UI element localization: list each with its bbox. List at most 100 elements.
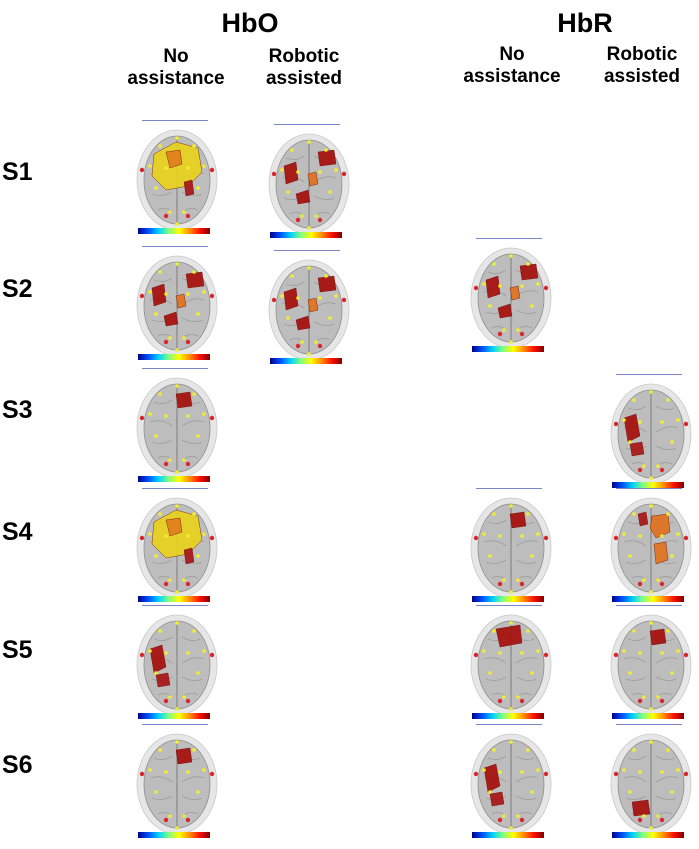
gyrus-line [625,676,647,682]
optode-detector-dot [492,748,496,752]
optode-detector-dot [492,262,496,266]
optode-detector-dot [296,170,300,174]
activation-patch [497,303,513,319]
optode-source-dot [317,217,323,223]
gyrus-line [483,540,507,547]
optode-detector-dot [175,222,179,226]
optode-source-dot [543,285,549,291]
brain-map-s5-hbo-no-assistance [136,605,218,725]
brain-topography [470,614,552,716]
optode-source-dot [659,817,665,823]
optode-detector-dot [334,294,338,298]
optode-source-dot [613,771,619,777]
optode-detector-dot [530,790,534,794]
optode-detector-dot [670,554,674,558]
optode-detector-dot [168,210,172,214]
optode-detector-dot [202,164,206,168]
optode-source-dot [163,698,169,704]
optode-detector-dot [158,512,162,516]
optode-detector-dot [656,464,660,468]
optode-detector-dot [164,292,168,296]
gyrus-line [515,657,539,664]
optode-detector-dot [649,707,653,711]
colorbar [472,346,544,352]
optode-source-dot [209,652,215,658]
brain-map-s1-hbo-no-assistance [136,120,218,240]
colorbar [138,354,210,360]
gyrus-line [485,676,507,682]
optode-detector-dot [666,748,670,752]
optode-detector-dot [154,434,158,438]
gyrus-line [515,559,537,565]
col-head-hbo-no-assistance: No assistance [112,46,240,90]
col-head-line: assisted [265,68,343,89]
optode-detector-dot [656,695,660,699]
gyrus-line [515,309,537,315]
optode-detector-dot [314,340,318,344]
optode-detector-dot [158,748,162,752]
gyrus-line [151,795,173,801]
activation-patch [185,271,205,289]
optode-source-dot [497,817,503,823]
optode-detector-dot [520,770,524,774]
gyrus-line [655,426,679,433]
brain-map-s2-hbo-robotic-assisted [268,250,350,370]
optode-detector-dot [628,790,632,794]
gyrus-line [181,636,201,642]
optode-detector-dot [168,458,172,462]
optode-detector-dot [175,504,179,508]
panel-header-line [274,250,340,251]
optode-detector-dot [622,768,626,772]
panel-header-line [616,488,682,489]
activation-patch [163,311,179,327]
gyrus-line [151,439,173,445]
optode-detector-dot [488,554,492,558]
optode-source-dot [271,171,277,177]
brain-topography [268,133,350,235]
optode-source-dot [139,771,145,777]
optode-detector-dot [290,148,294,152]
optode-detector-dot [300,340,304,344]
optode-detector-dot [666,512,670,516]
panel-header-line [142,120,208,121]
optode-source-dot [163,213,169,219]
optode-detector-dot [182,336,186,340]
colorbar [612,596,684,602]
optode-detector-dot [649,590,653,594]
optode-source-dot [185,817,191,823]
optode-detector-dot [628,440,632,444]
optode-source-dot [637,581,643,587]
optode-detector-dot [175,707,179,711]
brain-map-s3-hbo-no-assistance [136,368,218,488]
brain-topography [136,497,218,599]
optode-source-dot [209,535,215,541]
optode-detector-dot [516,328,520,332]
optode-detector-dot [666,629,670,633]
colorbar [270,358,342,364]
row-label-s1: S1 [2,158,33,186]
optode-detector-dot [642,464,646,468]
optode-detector-dot [300,214,304,218]
group-title-hbo: HbO [221,8,279,38]
optode-detector-dot [516,578,520,582]
activation-patch [485,275,501,299]
activation-patch [165,149,183,169]
colorbar [472,832,544,838]
optode-detector-dot [196,671,200,675]
optode-detector-dot [488,671,492,675]
brain-map-s5-hbr-robotic-assisted [610,605,692,725]
optode-detector-dot [676,768,680,772]
optode-detector-dot [516,695,520,699]
optode-source-dot [497,331,503,337]
optode-source-dot [683,421,689,427]
optode-detector-dot [148,412,152,416]
optode-detector-dot [334,168,338,172]
optode-source-dot [543,652,549,658]
activation-patch [149,644,167,674]
colorbar [138,476,210,482]
colorbar [612,482,684,488]
optode-detector-dot [186,414,190,418]
optode-source-dot [139,415,145,421]
optode-source-dot [683,535,689,541]
colorbar [138,228,210,234]
